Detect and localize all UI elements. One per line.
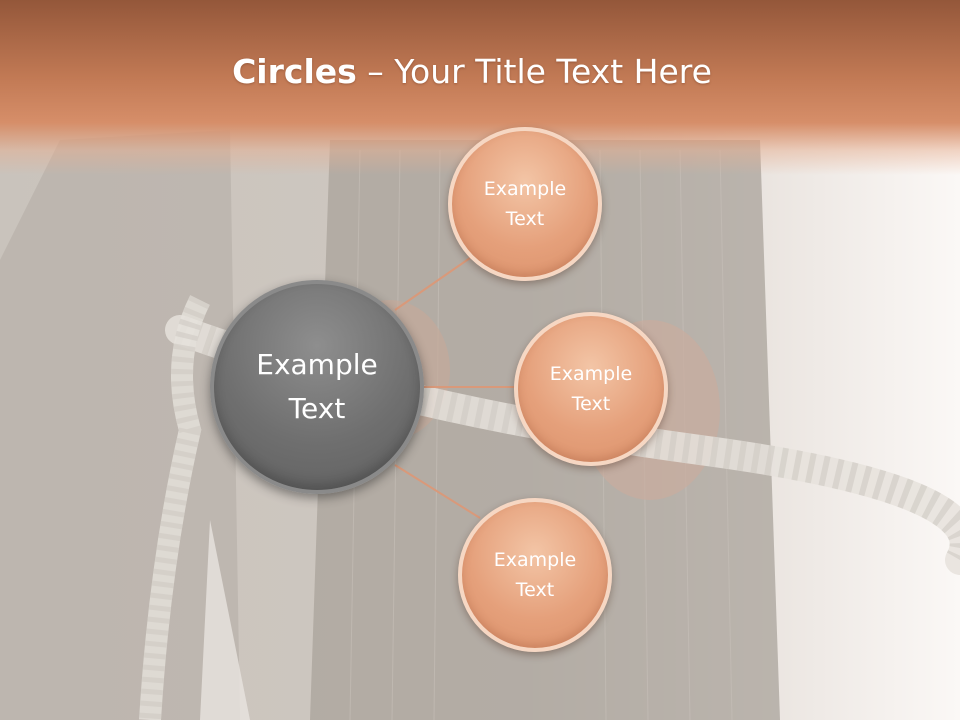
connector-top bbox=[394, 257, 471, 311]
satellite-circle-top[interactable]: Example Text bbox=[448, 127, 602, 281]
connector-bottom bbox=[394, 464, 481, 519]
satellite-top-line1: Example bbox=[483, 178, 567, 200]
satellite-circle-bottom[interactable]: Example Text bbox=[458, 498, 612, 652]
title-keyword: Circles bbox=[232, 52, 357, 91]
satellite-top-line2: Text bbox=[505, 208, 545, 230]
satellite-middle-line1: Example bbox=[549, 363, 633, 385]
main-circle[interactable]: Example Text bbox=[210, 280, 424, 494]
slide-title: Circles – Your Title Text Here bbox=[0, 52, 944, 91]
satellite-circle-middle[interactable]: Example Text bbox=[514, 312, 668, 466]
title-text: Your Title Text Here bbox=[394, 52, 712, 91]
satellite-middle-line2: Text bbox=[571, 393, 611, 415]
satellite-bottom-line2: Text bbox=[515, 579, 555, 601]
main-circle-line2: Text bbox=[288, 392, 346, 425]
main-circle-line1: Example bbox=[256, 348, 378, 381]
satellite-bottom-line1: Example bbox=[493, 549, 577, 571]
title-dash: – bbox=[356, 52, 395, 91]
